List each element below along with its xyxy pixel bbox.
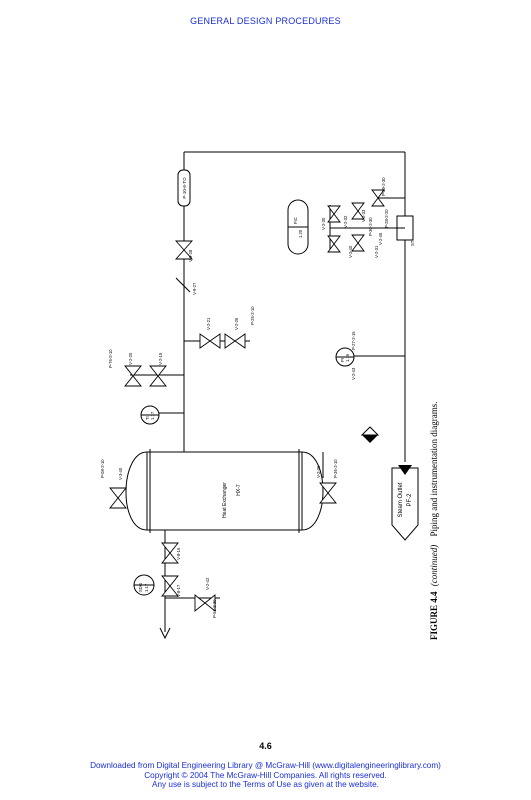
footer-line-3: Any use is subject to the Terms of Use a… (152, 780, 379, 789)
footer-line-1: Downloaded from Digital Engineering Libr… (90, 761, 441, 770)
label-inst-sdg-no: 1.17 (144, 583, 149, 592)
vessel-name: Heat Exchanger (222, 482, 228, 518)
label-v-2-32: V-2-32 (343, 215, 348, 228)
label-p-76: P-76-2-10 (108, 349, 113, 368)
label-v-2-36: V-2-36 (316, 465, 321, 478)
line-tag-box (177, 169, 191, 207)
label-inst-pi: PI (340, 358, 345, 362)
steam-trap-symbol (396, 215, 414, 241)
valve-v-3-40 (109, 487, 127, 509)
label-v-2-21: V-2-21 (206, 317, 211, 330)
line-tag-text: P-10-6-TO (182, 177, 187, 199)
label-p-28: P-28-2-20 (384, 209, 389, 228)
label-fic-no: 1.20 (298, 229, 303, 238)
valve-v-2-21 (199, 333, 221, 349)
valve-v-8-16 (161, 542, 179, 564)
label-inst-sdg: SDG (138, 583, 143, 592)
caption-text: Piping and instrumentation diagrams. (429, 402, 439, 537)
valve-v-2-32 (351, 202, 365, 220)
label-v-2-31: V-2-31 (374, 245, 379, 258)
label-trap: ST (410, 240, 415, 246)
label-v-8-17: V-8-17 (176, 584, 181, 597)
steam-outlet-flag (391, 467, 419, 541)
footer-line-2: Copyright © 2004 The McGraw-Hill Compani… (144, 771, 387, 780)
valve-v-9-28 (174, 240, 194, 260)
label-p-25: P-25-2-10 (250, 306, 255, 325)
outlet-tag: PF-2 (407, 493, 413, 507)
label-p-27: P-27-2-15 (351, 331, 356, 350)
label-v-2-20: V-2-20 (128, 352, 133, 365)
valve-v-2-42 (194, 594, 216, 612)
label-v-2-42: V-2-42 (205, 577, 210, 590)
check-valve-v-9-27 (175, 277, 191, 293)
label-v-2-15: V-2-15 (158, 352, 163, 365)
label-p-36: P-36-2-10 (333, 459, 338, 478)
valve-v-2-40 (327, 235, 341, 253)
label-p-51: P-51-2-30 (212, 599, 217, 618)
heat-exchanger-vessel (125, 449, 324, 533)
vessel-tag: HX-7 (236, 484, 242, 496)
inlet-arrow-icon (159, 627, 171, 640)
valve-v-2-33 (371, 189, 385, 207)
label-v-2-43: V-2-43 (351, 367, 356, 380)
valve-v-2-20 (124, 365, 142, 387)
outlet-arrow-icon (398, 465, 412, 475)
label-v-3-40: V-3-40 (118, 467, 123, 480)
valve-v-2-26 (224, 333, 246, 349)
figure-caption: FIGURE 4.4 (continued) Piping and instru… (429, 402, 439, 640)
valve-v-2-31 (351, 234, 365, 252)
label-v-2-33: V-2-33 (361, 209, 366, 222)
label-inst-ti: TI (145, 416, 150, 420)
label-p-29: P-29-2-30 (381, 177, 386, 196)
caption-continued: (continued) (429, 545, 439, 586)
valve-v-2-15 (149, 365, 167, 387)
label-v-2-40: V-2-40 (348, 245, 353, 258)
label-p-30: P-30-2-30 (368, 217, 373, 236)
label-v-9-27: V-9-27 (192, 282, 197, 295)
label-v-2-30: V-2-30 (321, 217, 326, 230)
outlet-label: Steam Outlet (398, 482, 404, 517)
svg-text:FIGURE 4.4 (continued): FIGURE 4.4 (continued) Piping and instru… (429, 402, 439, 640)
label-v-9-28: V-9-28 (188, 249, 193, 262)
caption-label: FIGURE 4.4 (429, 591, 439, 640)
valve-v-2-30 (327, 205, 341, 223)
label-v-2-26: V-2-26 (234, 317, 239, 330)
label-fic: FIC (293, 217, 298, 224)
label-v-45: V-2-45 (378, 232, 383, 245)
label-inst-ti-no: 1.17 (150, 411, 155, 420)
running-header: GENERAL DESIGN PROCEDURES (190, 16, 341, 26)
label-p-08: P-08-2-10 (100, 459, 105, 478)
label-inst-pi-no: 1.16 (345, 353, 350, 362)
valve-v-2-36 (319, 482, 337, 504)
label-v-8-16: V-8-16 (176, 547, 181, 560)
page-number: 4.6 (259, 741, 272, 751)
valve-v-8-17 (161, 575, 179, 597)
